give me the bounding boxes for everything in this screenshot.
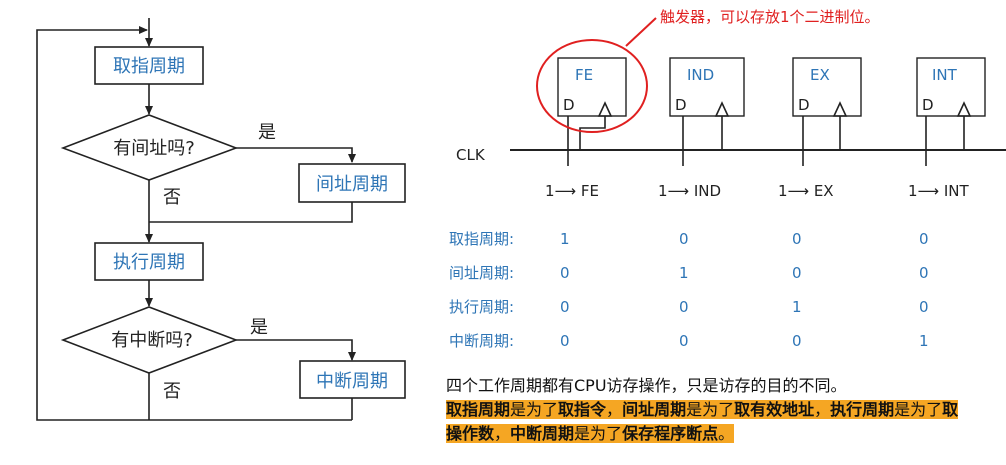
note-detail: 取指周期是为了取指令，间址周期是为了取有效地址，执行周期是为了取操作数，中断周期…	[446, 398, 966, 446]
row-fetch-label: 取指周期:	[449, 230, 514, 248]
interrupt-yes-label: 是	[250, 317, 268, 338]
flipflop-int: INT D	[916, 57, 986, 166]
note-t2: ，	[606, 400, 623, 419]
cycle-table: 取指周期: 1 0 0 0 间址周期: 0 1 0 0 执行周期: 0 0 1 …	[449, 230, 929, 350]
clk-label: CLK	[456, 146, 486, 164]
callout-pointer	[625, 17, 657, 47]
indirect-cycle-box	[298, 163, 406, 203]
row-indirect-v1: 1	[679, 264, 689, 282]
row-interrupt-v0: 0	[560, 332, 570, 350]
flipflop-fe-d: D	[563, 96, 575, 114]
row-fetch-v1: 0	[679, 230, 689, 248]
row-execute-v3: 0	[919, 298, 929, 316]
indirect-cycle-label: 间址周期	[316, 174, 388, 195]
row-interrupt-v3: 1	[919, 332, 929, 350]
row-fetch-v3: 0	[919, 230, 929, 248]
indirect-no-label: 否	[163, 187, 181, 208]
interrupt-decision-label: 有中断吗?	[111, 330, 193, 351]
note-t7: 是为了	[574, 424, 623, 443]
row-interrupt-label: 中断周期:	[449, 332, 514, 350]
flowchart	[36, 18, 356, 421]
note-p3: 间址周期	[622, 400, 687, 419]
note-p4: 取有效地址	[734, 400, 815, 419]
note-summary: 四个工作周期都有CPU访存操作，只是访存的目的不同。	[446, 376, 847, 395]
note-t4: ，	[814, 400, 831, 419]
row-execute-label: 执行周期:	[449, 298, 514, 316]
row-interrupt-v1: 0	[679, 332, 689, 350]
flipflop-ind-name: IND	[687, 66, 714, 84]
flipflop-ind-d: D	[675, 96, 687, 114]
note-p8: 保存程序断点	[622, 424, 719, 443]
row-fetch-v2: 0	[792, 230, 802, 248]
set-int-label: 1⟶ INT	[908, 182, 969, 200]
flipflop-ind: IND D	[669, 57, 745, 166]
row-indirect-v2: 0	[792, 264, 802, 282]
row-execute-v0: 0	[560, 298, 570, 316]
row-interrupt-v2: 0	[792, 332, 802, 350]
flipflop-int-d: D	[922, 96, 934, 114]
row-fetch-v0: 1	[560, 230, 570, 248]
execute-cycle-label: 执行周期	[113, 252, 185, 273]
row-indirect-v0: 0	[560, 264, 570, 282]
set-ind-label: 1⟶ IND	[658, 182, 721, 200]
interrupt-no-label: 否	[163, 381, 181, 402]
indirect-decision-label: 有间址吗?	[113, 138, 195, 159]
flipflop-group: CLK FE D IND D EX D	[456, 8, 1006, 200]
note-p7: 中断周期	[510, 424, 575, 443]
flipflop-ex: EX D	[792, 57, 862, 166]
indirect-decision	[60, 114, 239, 181]
flipflop-int-name: INT	[932, 66, 958, 84]
flipflop-ex-d: D	[798, 96, 810, 114]
callout-text: 触发器，可以存放1个二进制位。	[660, 8, 880, 26]
flipflop-fe: FE D	[557, 57, 627, 166]
row-indirect-v3: 0	[919, 264, 929, 282]
note-t1: 是为了	[510, 400, 559, 419]
execute-cycle-box	[94, 242, 204, 281]
interrupt-cycle-box	[299, 360, 406, 399]
row-execute-v2: 1	[792, 298, 802, 316]
note-t6: ，	[494, 424, 511, 443]
note-t3: 是为了	[686, 400, 735, 419]
interrupt-cycle-label: 中断周期	[316, 371, 388, 392]
note-p5: 执行周期	[830, 400, 895, 419]
note-p1: 取指周期	[446, 400, 511, 419]
note-t5: 是为了	[894, 400, 943, 419]
row-execute-v1: 0	[679, 298, 689, 316]
fetch-cycle-label: 取指周期	[113, 56, 185, 77]
flipflop-fe-name: FE	[575, 66, 593, 84]
flipflop-ex-name: EX	[810, 66, 830, 84]
note-p2: 取指令	[558, 400, 607, 419]
set-fe-label: 1⟶ FE	[545, 182, 599, 200]
interrupt-decision	[60, 306, 239, 374]
note-t8: 。	[718, 424, 735, 443]
callout-circle	[536, 39, 648, 133]
indirect-yes-label: 是	[258, 122, 276, 143]
row-indirect-label: 间址周期:	[449, 264, 514, 282]
set-ex-label: 1⟶ EX	[778, 182, 834, 200]
fetch-cycle-box	[94, 46, 204, 85]
